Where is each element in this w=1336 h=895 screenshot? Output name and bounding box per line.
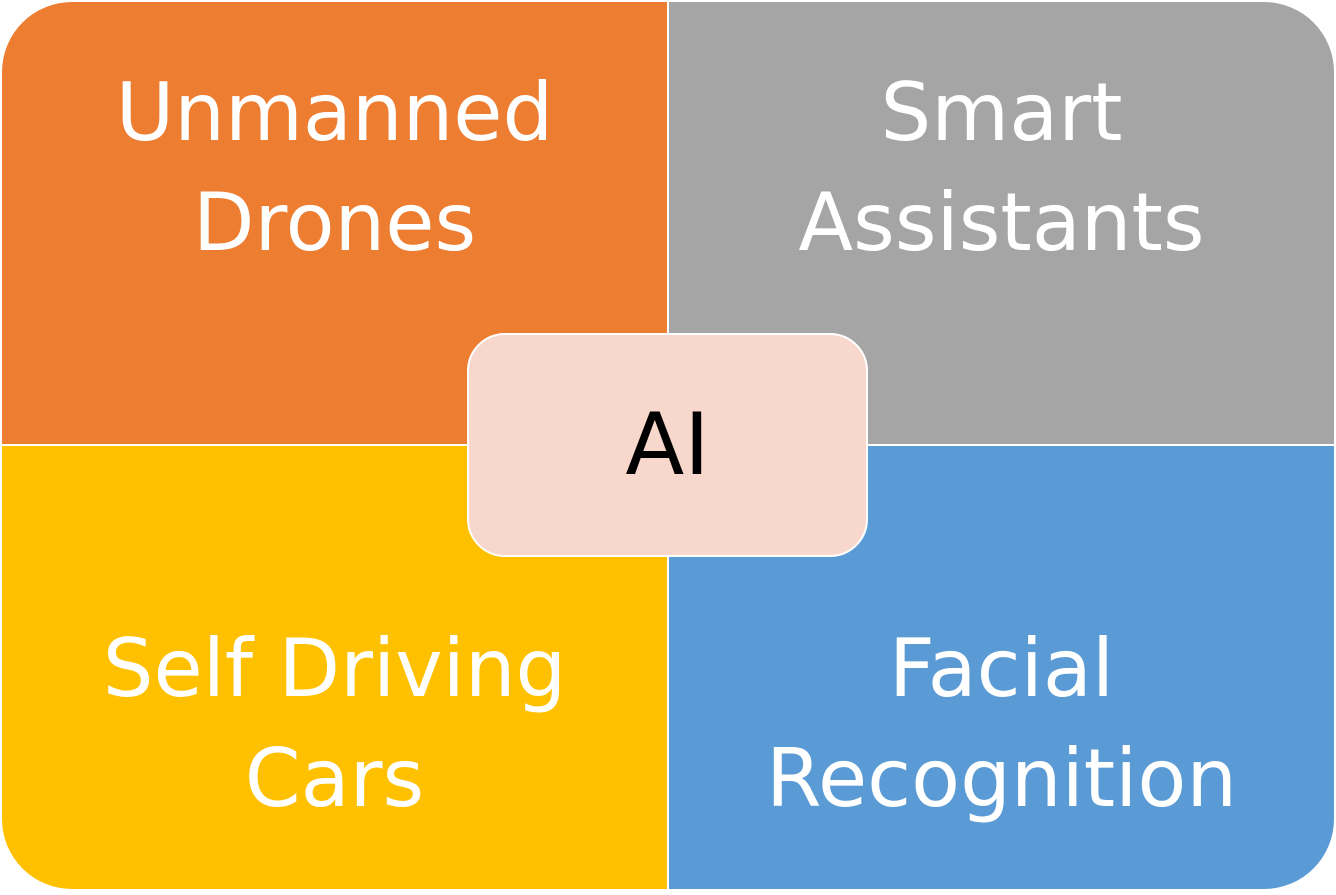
quadrant-label: Self Driving Cars: [102, 622, 567, 825]
quadrant-label: Smart Assistants: [798, 66, 1205, 269]
quadrant-label: Unmanned Drones: [115, 66, 554, 269]
center-ai-box: AI: [467, 333, 868, 557]
center-label: AI: [625, 395, 710, 495]
quadrant-label: Facial Recognition: [765, 622, 1238, 825]
quadrant-unmanned-drones: Unmanned Drones: [2, 2, 667, 444]
